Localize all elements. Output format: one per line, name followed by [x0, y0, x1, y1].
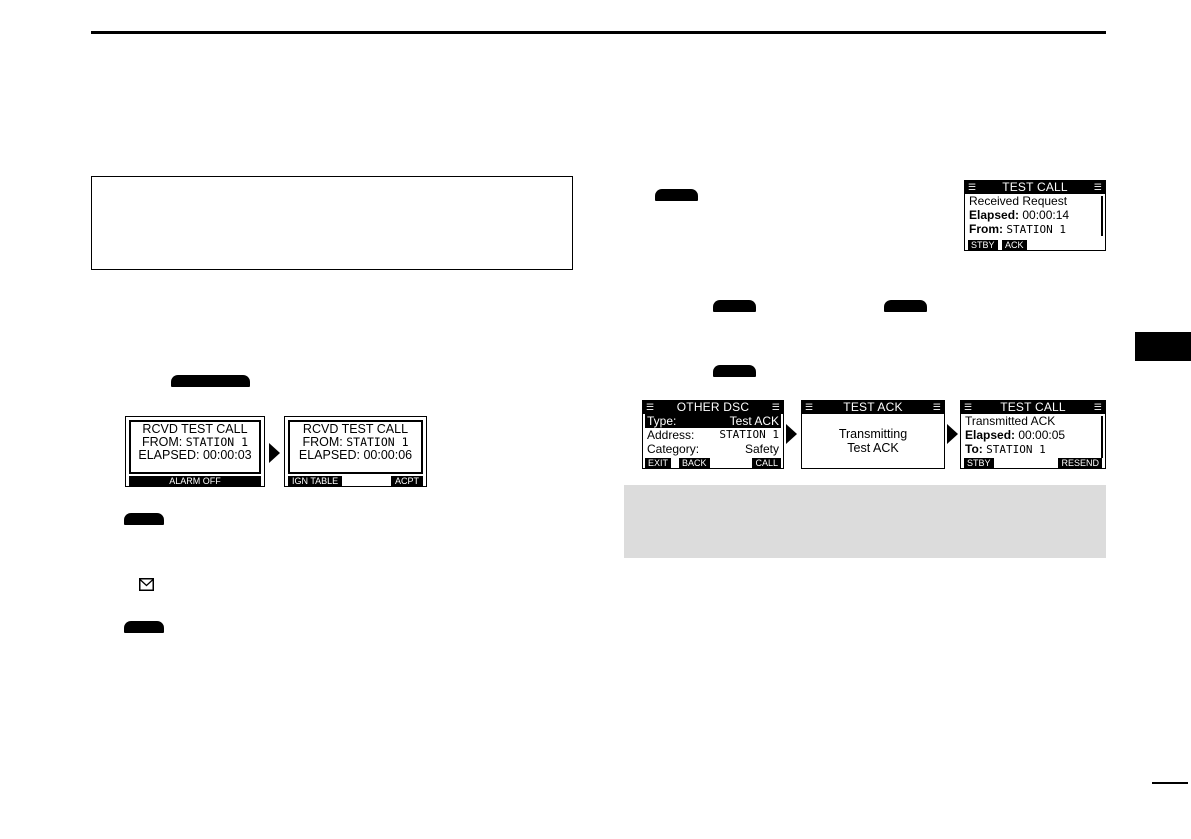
softkey-graphic	[171, 375, 250, 387]
other-dsc-screen: ☰ OTHER DSC ☰ Type: Test ACK Address: ST…	[642, 400, 784, 469]
test-ack-text: Test ACK	[847, 441, 899, 455]
category-row[interactable]: Category: Safety	[643, 442, 783, 456]
from-label: From:	[969, 222, 1003, 236]
framed-box	[91, 176, 573, 270]
from-value: STATION 1	[1006, 223, 1066, 236]
elapsed-label: Elapsed:	[965, 428, 1016, 442]
status-row: Received Request	[969, 194, 1068, 208]
from-value: STATION 1	[346, 435, 409, 449]
elapsed-value: 00:00:05	[1018, 428, 1066, 442]
hamburger-icon: ☰	[1093, 402, 1102, 412]
hamburger-icon: ☰	[932, 402, 941, 412]
softkey-ign-table[interactable]: IGN TABLE	[288, 476, 343, 486]
top-rule	[91, 31, 1106, 34]
status-row: Transmitted ACK	[965, 414, 1056, 428]
test-call-request-screen: ☰ TEST CALL ☰ Received Request Elapsed: …	[964, 180, 1106, 251]
elapsed-text: ELAPSED: 00:00:03	[138, 448, 252, 462]
softkey-exit[interactable]: EXIT	[645, 458, 672, 468]
address-label: Address:	[647, 428, 695, 442]
softkey-back[interactable]: BACK	[679, 458, 710, 468]
hamburger-icon: ☰	[968, 182, 977, 192]
scrollbar[interactable]	[1101, 416, 1103, 458]
softkey-stby[interactable]: STBY	[964, 458, 994, 468]
softkey-alarm-off[interactable]: ALARM OFF	[169, 476, 221, 486]
rcvd-title: RCVD TEST CALL	[302, 422, 409, 436]
from-label: FROM:	[302, 435, 343, 449]
category-label: Category:	[647, 442, 700, 456]
hamburger-icon: ☰	[805, 402, 814, 412]
hamburger-icon: ☰	[771, 402, 780, 412]
hamburger-icon: ☰	[964, 402, 973, 412]
hamburger-icon: ☰	[1093, 182, 1102, 192]
type-row[interactable]: Type: Test ACK	[645, 414, 781, 428]
right-triangle-arrow-icon	[786, 424, 797, 444]
note-box	[624, 485, 1106, 558]
address-row[interactable]: Address: STATION 1	[643, 428, 783, 442]
softkey-stby[interactable]: STBY	[968, 240, 998, 250]
test-call-transmitted-screen: ☰ TEST CALL ☰ Transmitted ACK Elapsed: 0…	[960, 400, 1106, 469]
screen-title: OTHER DSC	[676, 400, 750, 414]
to-label: To:	[965, 442, 983, 456]
from-value: STATION 1	[185, 435, 249, 449]
chapter-tab	[1135, 332, 1191, 361]
type-label: Type:	[647, 414, 677, 428]
softkey-call[interactable]: CALL	[752, 458, 781, 468]
rcvd-test-call-screen-2: RCVD TEST CALL FROM: STATION 1 ELAPSED: …	[284, 416, 427, 487]
softkey-graphic	[713, 300, 756, 312]
to-value: STATION 1	[986, 443, 1046, 456]
elapsed-label: Elapsed:	[969, 208, 1020, 222]
type-value: Test ACK	[729, 414, 779, 428]
hamburger-icon: ☰	[646, 402, 655, 412]
from-label: FROM:	[141, 435, 183, 449]
rcvd-test-call-screen-1: RCVD TEST CALL FROM: STATION 1 ELAPSED: …	[125, 416, 265, 487]
screen-title: TEST CALL	[1002, 180, 1068, 194]
elapsed-value: 00:00:14	[1022, 208, 1070, 222]
right-triangle-arrow-icon	[269, 443, 280, 463]
screen-title: TEST ACK	[843, 400, 903, 414]
page-number-rule	[1152, 782, 1188, 784]
softkey-bar: ALARM OFF	[129, 476, 261, 486]
softkey-graphic	[884, 300, 927, 312]
address-value: STATION 1	[719, 428, 779, 441]
test-ack-screen: ☰ TEST ACK ☰ Transmitting Test ACK	[801, 400, 945, 469]
softkey-resend[interactable]: RESEND	[1058, 458, 1102, 468]
softkey-acpt[interactable]: ACPT	[390, 476, 423, 486]
category-value: Safety	[744, 442, 779, 456]
rcvd-title: RCVD TEST CALL	[142, 422, 248, 436]
softkey-ack[interactable]: ACK	[1002, 240, 1027, 250]
softkey-graphic	[655, 189, 698, 201]
right-triangle-arrow-icon	[947, 424, 958, 444]
softkey-graphic	[124, 513, 164, 525]
transmitting-text: Transmitting	[838, 427, 908, 441]
softkey-graphic	[124, 621, 164, 633]
softkey-graphic	[713, 365, 756, 377]
scrollbar[interactable]	[1101, 196, 1103, 236]
elapsed-text: ELAPSED: 00:00:06	[298, 448, 413, 462]
envelope-icon	[139, 578, 154, 591]
screen-title: TEST CALL	[1000, 400, 1066, 414]
